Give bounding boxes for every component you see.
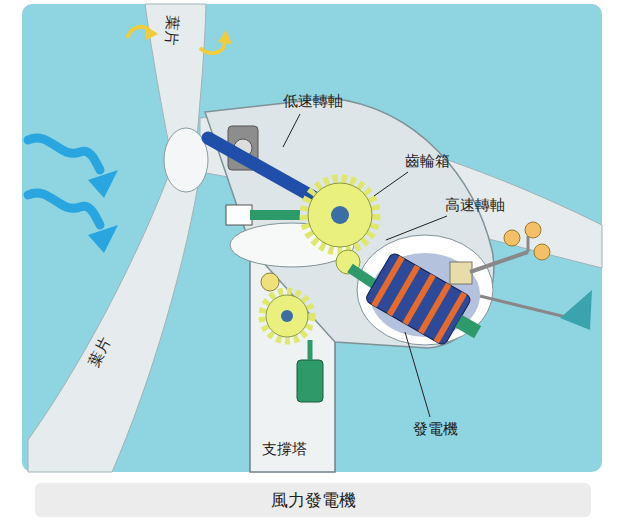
part-label: 支撐塔 [262,440,307,458]
leader-line [374,172,408,196]
sky-panel [22,4,602,472]
wind-vane [560,290,592,330]
gear-hub [331,206,349,224]
wind-arrow [28,138,100,170]
yaw-gear [266,295,308,337]
part-label: 高速轉軸 [445,196,505,214]
shaft [308,340,313,360]
generator-body [364,252,472,346]
yaw-gear [261,273,279,291]
arrow-head [218,30,232,44]
blade [28,155,201,472]
leader-line [405,332,430,417]
caption: 風力發電機 [271,490,356,510]
anemometer-cup [504,230,520,246]
blade [145,4,206,150]
part-label: 齒輪箱 [405,152,450,170]
gear-hub [281,310,293,322]
vane-arm [480,296,570,318]
anemometer-cup [534,244,550,260]
blade-label: 葉片 [162,14,183,45]
generator [364,252,491,357]
bearing-block [226,205,252,225]
nacelle [205,98,494,348]
anemometer-cup [525,222,541,238]
part-label: 低速轉軸 [283,92,343,110]
arrow-head [88,225,118,253]
sensor-mast [527,236,530,252]
yaw-motor [297,360,323,402]
gear-teeth [262,291,312,341]
wind-arrow [28,193,100,225]
shaft [455,315,481,338]
arrow-head [146,26,158,40]
part-label: 發電機 [413,420,458,438]
arrow-head [88,170,118,198]
leader-line [386,216,447,240]
controller-box [450,262,472,284]
sensor-mast [470,252,528,272]
hub [164,128,208,192]
leader-line [283,114,300,147]
gear [308,183,372,247]
shaft [250,210,300,220]
wind-arrows [28,138,100,225]
gear-teeth [304,179,376,251]
